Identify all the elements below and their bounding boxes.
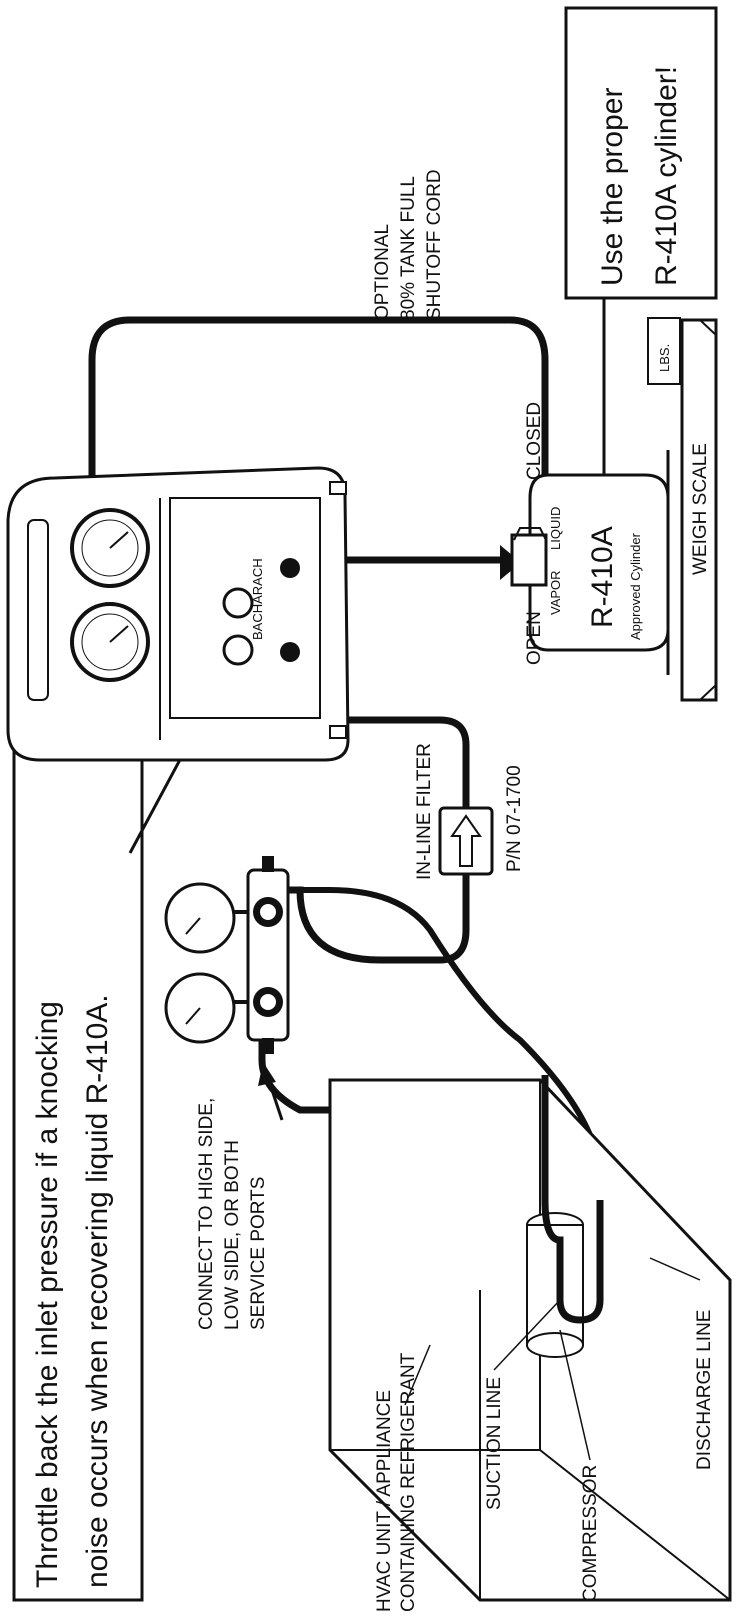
inline-filter-label: IN-LINE FILTER — [414, 743, 435, 880]
lbs-display — [647, 317, 681, 385]
suction-line-label: SUCTION LINE — [484, 1377, 505, 1510]
compressor-label: COMPRESSOR — [580, 1465, 601, 1602]
connect-label-line2: LOW SIDE, OR BOTH — [222, 1140, 243, 1330]
cylinder-liquid-label: LIQUID — [548, 507, 563, 550]
hvac-label-line1: HVAC UNIT / APPLIANCE — [374, 1390, 395, 1612]
optional-label-line1: OPTIONAL — [372, 224, 393, 320]
connect-label-line1: CONNECT TO HIGH SIDE, — [196, 1098, 217, 1330]
throttle-callout-line1: Throttle back the inlet pressure if a kn… — [31, 1001, 64, 1588]
inline-filter: IN-LINE FILTER P/N 07-1700 — [414, 743, 525, 880]
throttle-callout-line2: noise occurs when recovering liquid R-41… — [81, 994, 114, 1588]
closed-label: CLOSED — [524, 402, 545, 480]
weigh-scale: WEIGH SCALE LBS. — [647, 317, 718, 702]
hvac-unit — [328, 1075, 732, 1602]
lbs-label: LBS. — [657, 344, 672, 372]
connect-label-line3: SERVICE PORTS — [248, 1177, 269, 1330]
connect-arrow — [258, 1062, 284, 1121]
unit-brand: BACHARACH — [250, 558, 265, 640]
weigh-scale-label: WEIGH SCALE — [690, 443, 711, 575]
cylinder-vapor-label: VAPOR — [548, 570, 563, 615]
hvac-labels: HVAC UNIT / APPLIANCE CONTAINING REFRIGE… — [374, 1257, 715, 1612]
optional-cord-label: OPTIONAL 80% TANK FULL SHUTOFF CORD — [372, 169, 445, 320]
cylinder-approved-label: Approved Cylinder — [628, 532, 643, 640]
flow-arrow-icon — [450, 814, 482, 867]
hvac-label-line2: CONTAINING REFRIGERANT — [398, 1352, 419, 1612]
throttle-callout: Throttle back the inlet pressure if a kn… — [12, 736, 144, 1602]
unit-knob-icon — [222, 587, 254, 619]
optional-label-line3: SHUTOFF CORD — [424, 169, 445, 320]
cylinder-arrow — [595, 298, 613, 498]
cylinder-name: R-410A — [586, 526, 619, 628]
unit-knob-icon — [222, 634, 254, 666]
part-number-label: P/N 07-1700 — [504, 765, 525, 872]
r410a-cylinder: VAPOR LIQUID R-410A Approved Cylinder OP… — [500, 402, 670, 665]
connect-label: CONNECT TO HIGH SIDE, LOW SIDE, OR BOTH … — [196, 1098, 269, 1330]
open-label: OPEN — [524, 611, 545, 665]
cylinder-callout: Use the proper R-410A cylinder! — [564, 6, 718, 300]
optional-label-line2: 80% TANK FULL — [398, 176, 419, 320]
cylinder-callout-line1: Use the proper — [596, 88, 629, 286]
recovery-unit: BACHARACH — [6, 466, 350, 762]
discharge-line-label: DISCHARGE LINE — [694, 1310, 715, 1470]
manifold-gauge-set — [164, 856, 290, 1054]
cylinder-valve-icon — [510, 533, 548, 587]
cylinder-callout-line2: R-410A cylinder! — [650, 66, 683, 286]
